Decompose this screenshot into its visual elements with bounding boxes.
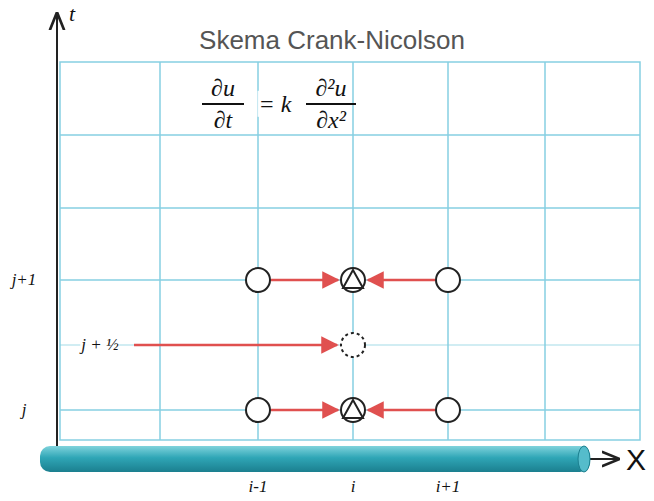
grid-points bbox=[246, 268, 460, 422]
equation-term: = k bbox=[258, 91, 293, 117]
time-index: j + ½ bbox=[80, 336, 119, 355]
t-axis bbox=[56, 14, 58, 470]
diagram-title: Skema Crank-Nicolson bbox=[198, 26, 466, 55]
space-index: i+1 bbox=[435, 478, 462, 497]
rod bbox=[40, 446, 590, 472]
space-index: i bbox=[350, 478, 357, 497]
time-index: j+1 bbox=[11, 271, 38, 290]
equation-term: ∂²u bbox=[314, 75, 347, 101]
axis-label: t bbox=[68, 2, 76, 26]
time-index: j bbox=[21, 401, 28, 420]
grid bbox=[60, 62, 640, 440]
axis-label: X bbox=[625, 443, 647, 476]
equation-term: ∂t bbox=[213, 107, 234, 133]
space-index: i-1 bbox=[248, 478, 269, 497]
equation-term: ∂x² bbox=[315, 107, 347, 133]
red-arrows bbox=[134, 280, 435, 410]
equation-term: ∂u bbox=[210, 75, 236, 101]
